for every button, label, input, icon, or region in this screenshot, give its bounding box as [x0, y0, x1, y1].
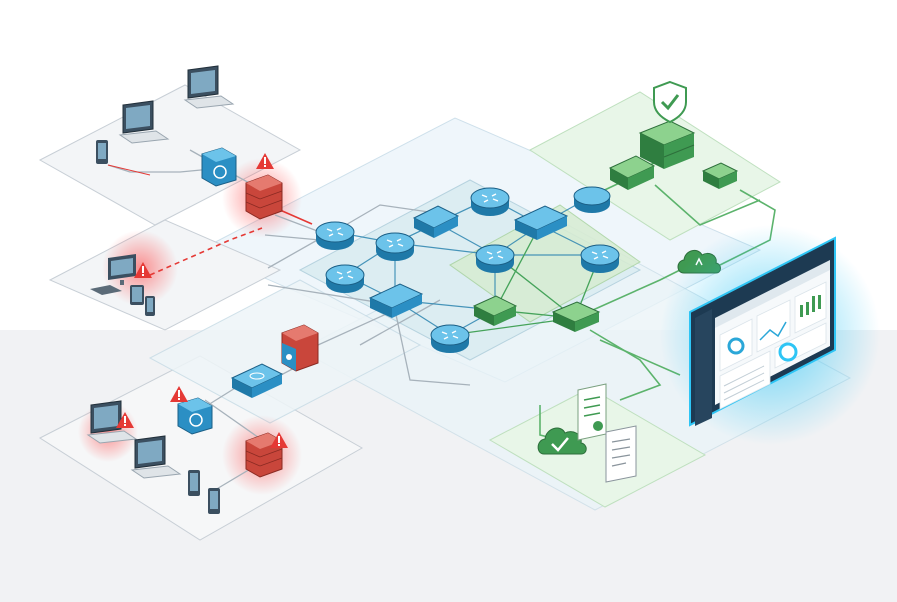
- router-icon: [325, 264, 365, 293]
- router-icon: [375, 232, 415, 261]
- phone-icon: [145, 296, 155, 316]
- laptop-icon: [118, 100, 170, 144]
- cloud-check-icon: [537, 427, 587, 455]
- dashboard-icon: [689, 236, 836, 427]
- switch-icon: [513, 205, 569, 240]
- keyboard-icon: [90, 285, 122, 295]
- server-icon: [608, 155, 656, 190]
- desktop-icon: [108, 254, 136, 285]
- document-icon: [577, 383, 607, 441]
- switch-icon: [412, 205, 460, 238]
- firewall-icon: [245, 174, 283, 220]
- warning-icon: [256, 153, 274, 169]
- switch-icon: [230, 363, 284, 398]
- core-routers: [315, 187, 620, 353]
- router-icon: [470, 187, 510, 216]
- server-icon: [638, 120, 696, 169]
- server-icon: [701, 162, 739, 189]
- warning-icon: [270, 432, 288, 448]
- panel-green-bottom: [488, 387, 707, 508]
- tablet-icon: [130, 285, 144, 305]
- warning-icon: [134, 262, 152, 278]
- router-icon: [475, 244, 515, 273]
- vpn-gateway-icon: [201, 147, 237, 187]
- green-switch-icon: [551, 301, 601, 332]
- laptop-icon: [86, 400, 138, 444]
- laptop-icon: [130, 435, 182, 479]
- warning-icon: [170, 386, 188, 402]
- warning-icon: [116, 412, 134, 428]
- green-switch-icon: [472, 295, 518, 326]
- switch-icon: [368, 283, 424, 318]
- phone-icon: [188, 470, 200, 496]
- router-icon: [580, 244, 620, 273]
- red-threat-paths: [107, 164, 313, 276]
- phone-icon: [96, 140, 108, 164]
- router-icon: [430, 324, 470, 353]
- phone-icon: [208, 488, 220, 514]
- laptop-icon: [183, 65, 235, 109]
- firewall-icon: [281, 324, 319, 372]
- vpn-gateway-icon: [177, 397, 213, 435]
- router-icon: [315, 221, 355, 250]
- document-icon: [605, 425, 637, 483]
- router-icon: [573, 186, 611, 213]
- shield-check-icon: [653, 80, 687, 124]
